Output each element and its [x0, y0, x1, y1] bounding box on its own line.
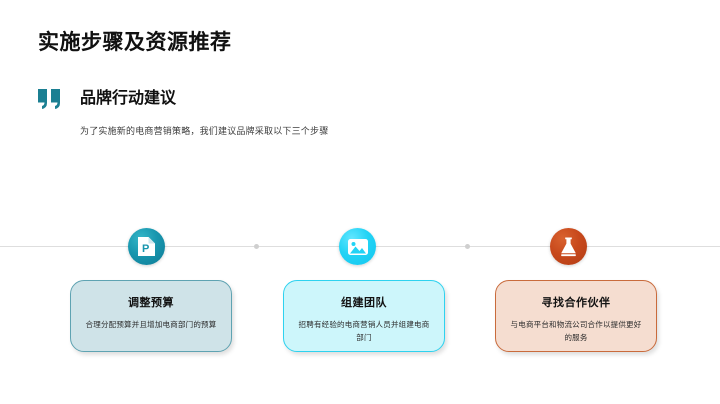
flask-beaker-icon [559, 236, 578, 257]
svg-text:P: P [142, 243, 149, 255]
document-p-icon: P [137, 236, 156, 257]
timeline-dot [465, 244, 470, 249]
step-card[interactable]: 调整预算 合理分配预算并且增加电商部门的预算 [70, 280, 232, 352]
quote-heading: 品牌行动建议 [80, 90, 177, 107]
step-card-description: 招聘有经验的电商营销人员并组建电商部门 [298, 320, 430, 342]
quote-subtitle: 为了实施新的电商营销策略，我们建议品牌采取以下三个步骤 [80, 126, 329, 136]
timeline-dot [254, 244, 259, 249]
step-card-title: 寻找合作伙伴 [541, 297, 611, 309]
step-icon-flask[interactable] [550, 228, 587, 265]
step-card-title: 组建团队 [341, 297, 387, 309]
step-card[interactable]: 寻找合作伙伴 与电商平台和物流公司合作以提供更好的服务 [495, 280, 657, 352]
step-icon-image[interactable] [339, 228, 376, 265]
quote-mark-icon [36, 86, 66, 112]
step-icon-document-p[interactable]: P [128, 228, 165, 265]
step-card-description: 与电商平台和物流公司合作以提供更好的服务 [510, 320, 642, 342]
step-card-description: 合理分配预算并且增加电商部门的预算 [85, 320, 217, 329]
step-card-title: 调整预算 [128, 297, 174, 309]
page-title: 实施步骤及资源推荐 [38, 31, 232, 54]
image-picture-icon [347, 238, 369, 256]
step-card[interactable]: 组建团队 招聘有经验的电商营销人员并组建电商部门 [283, 280, 445, 352]
